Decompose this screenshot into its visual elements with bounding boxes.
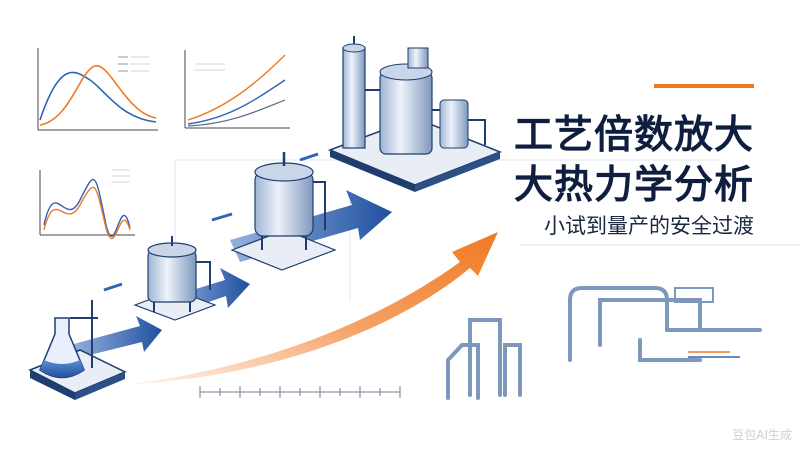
pipe-diagram xyxy=(446,286,762,400)
title-accent-bar xyxy=(654,84,754,88)
pipe-diagram-legend xyxy=(688,351,740,358)
line-chart-3 xyxy=(39,169,135,240)
industrial-plant-icon xyxy=(327,36,503,192)
small-reactor-icon xyxy=(133,236,217,321)
line-chart-2 xyxy=(184,50,290,129)
medium-reactor-icon xyxy=(230,152,337,271)
watermark: 豆包AI生成 xyxy=(732,428,792,442)
page-title-line-2: 大热力学分析 xyxy=(513,163,754,208)
line-chart-1 xyxy=(37,48,158,131)
bottom-ruler xyxy=(199,386,401,398)
page-title-line-1: 工艺倍数放大 xyxy=(513,113,754,158)
page-subtitle: 小试到量产的安全过渡 xyxy=(544,214,754,238)
flask-icon xyxy=(28,300,127,400)
